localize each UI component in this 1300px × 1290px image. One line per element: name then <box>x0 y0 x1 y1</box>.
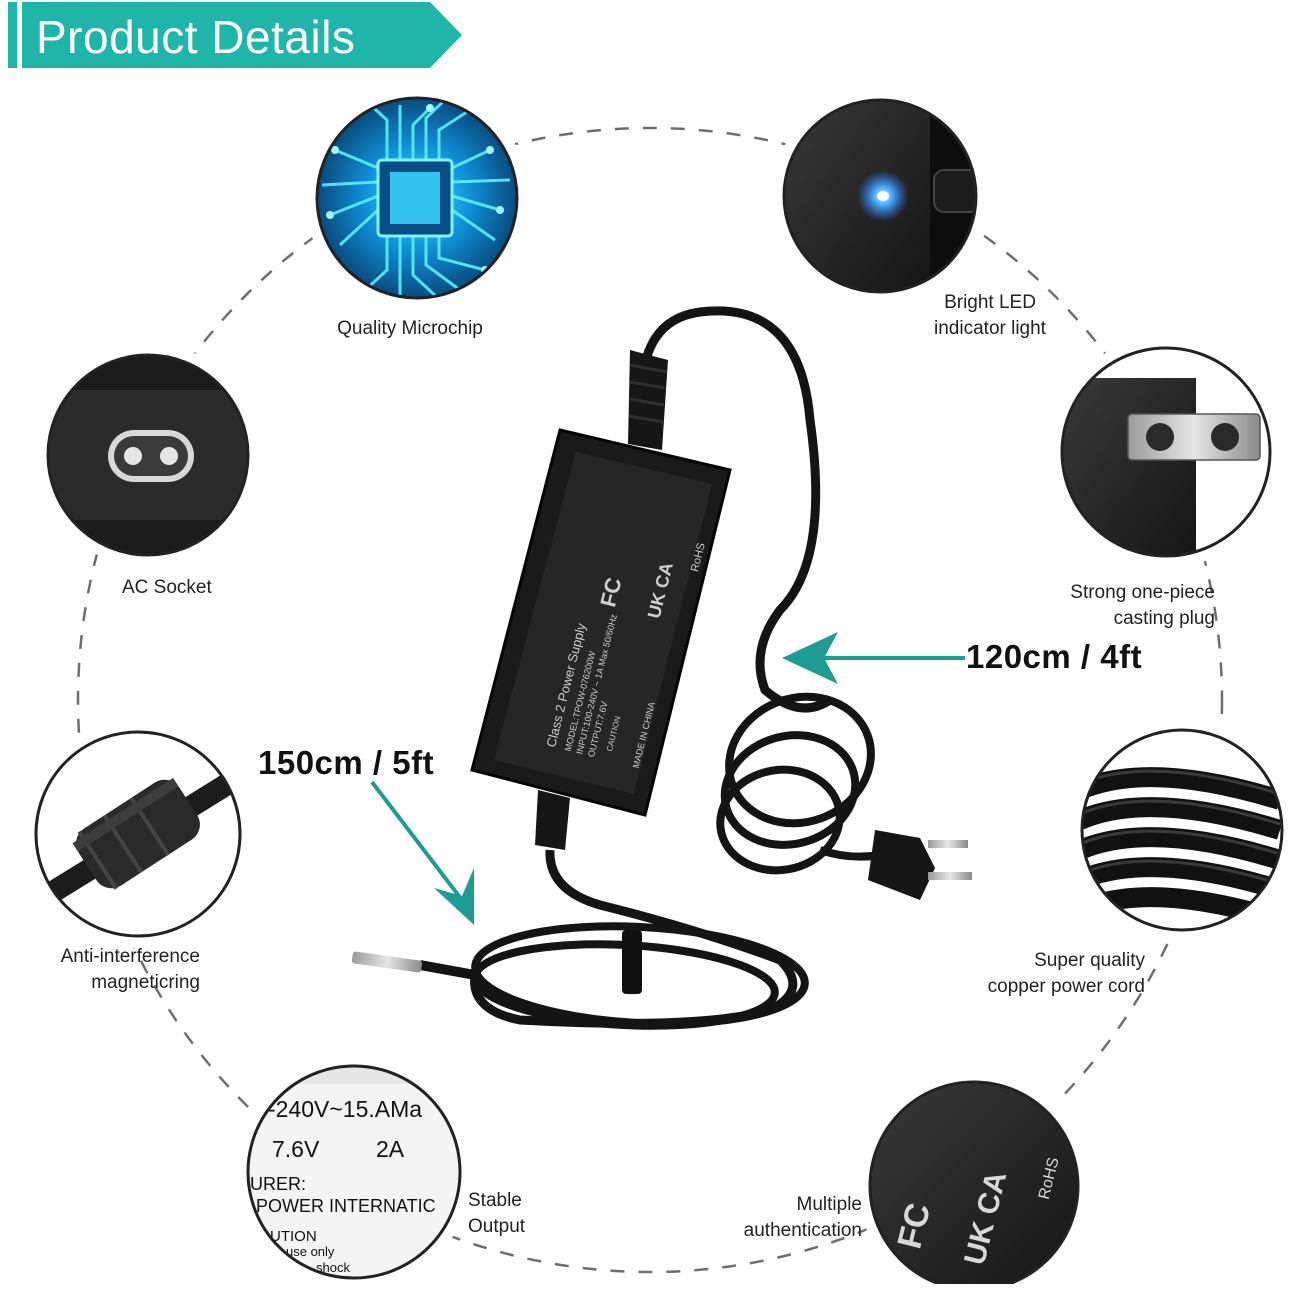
auth-cert-rohs: RoHS <box>1035 1155 1063 1202</box>
header-banner: Product Details <box>0 0 470 72</box>
output-closeup-line7: shock <box>316 1260 350 1275</box>
dc-cord-end <box>419 960 476 980</box>
output-thumbnail <box>246 1064 462 1280</box>
label-ac-socket: AC Socket <box>122 577 212 598</box>
microchip-thumbnail <box>315 96 519 300</box>
arrow-ac-head <box>782 632 838 684</box>
cord-strap <box>622 930 642 994</box>
page-title: Product Details <box>36 11 356 63</box>
auth-closeup-text: FC UK CA RoHS <box>870 1082 1078 1290</box>
auth-cert-ukca: UK CA <box>958 1168 1014 1269</box>
label-plug: Strong one-piece casting plug <box>1070 582 1215 629</box>
banner-accent-bar <box>8 2 17 68</box>
output-closeup-line3: URER: <box>250 1174 307 1194</box>
ac-cord <box>637 306 833 713</box>
magnetic-ring-thumbnail <box>34 730 242 938</box>
arrow-dc-line <box>370 780 464 902</box>
strain-relief-top <box>628 350 668 450</box>
dashed-orbit <box>76 126 1224 1274</box>
adapter-label-panel <box>494 452 712 794</box>
output-closeup-line2b: 2A <box>376 1136 405 1162</box>
label-output: Stable Output <box>468 1190 526 1237</box>
ac-plug <box>868 830 972 900</box>
label-authentication: Multiple authentication <box>743 1194 862 1241</box>
auth-cert-fc: FC <box>890 1199 939 1253</box>
label-copper-cord: Super quality copper power cord <box>987 950 1145 997</box>
label-led: Bright LED indicator light <box>934 292 1046 339</box>
ac-cord-length: 120cm / 4ft <box>966 638 1143 675</box>
output-closeup-line1: -240V~15.AMa <box>268 1096 423 1122</box>
power-adapter: Class 2 Power Supply MODEL:TPOW-076200W … <box>351 306 972 1030</box>
arrow-dc-head <box>434 868 474 925</box>
output-closeup-text: -240V~15.AMa 7.6V 2A URER: POWER INTERNA… <box>248 1066 460 1278</box>
output-closeup-line2: 7.6V <box>272 1136 320 1162</box>
strain-relief-ribs <box>628 363 668 424</box>
dc-cord-length: 150cm / 5ft <box>258 744 435 781</box>
dc-tip <box>351 951 423 973</box>
dc-cord <box>470 849 798 1028</box>
authentication-thumbnail <box>868 1080 1080 1284</box>
output-closeup-line4: POWER INTERNATIC <box>256 1196 436 1216</box>
label-magnetic-ring: Anti-interference magneticring <box>60 946 200 993</box>
output-closeup-line5: UTION <box>270 1228 317 1245</box>
copper-cord-thumbnail <box>1080 728 1284 932</box>
output-closeup-line6: use only <box>286 1244 335 1259</box>
banner-shape <box>22 2 462 68</box>
label-microchip: Quality Microchip <box>337 318 483 339</box>
strain-relief-bottom <box>535 790 570 850</box>
